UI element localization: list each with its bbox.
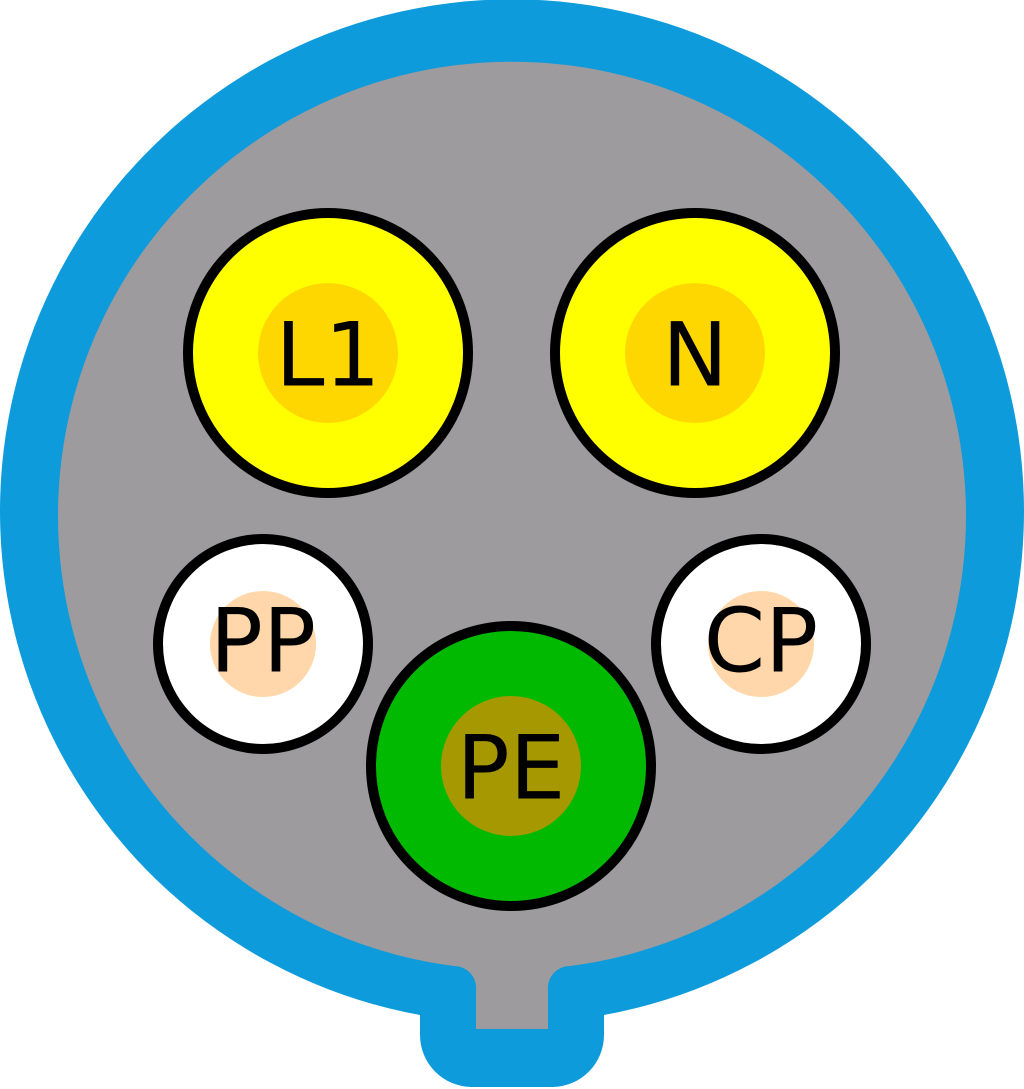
pin-n-label: N: [662, 304, 728, 407]
pin-pp-label: PP: [210, 590, 316, 693]
pin-l1-label: L1: [275, 304, 380, 407]
proximity-pilot-pin-icon: [210, 591, 316, 697]
neutral-pin-icon: [625, 283, 765, 423]
pin-pe-label: PE: [457, 717, 566, 820]
pin-pp: PP: [153, 534, 373, 754]
pin-l1: L1: [183, 208, 473, 498]
pin-cp-label: CP: [704, 590, 819, 693]
protective-earth-pin-icon: [441, 696, 581, 836]
pin-cp: CP: [651, 534, 871, 754]
pin-n: N: [550, 208, 840, 498]
control-pilot-pin-icon: [708, 591, 814, 697]
pin-pe: PE: [366, 621, 656, 911]
phase-pin-icon: [258, 283, 398, 423]
